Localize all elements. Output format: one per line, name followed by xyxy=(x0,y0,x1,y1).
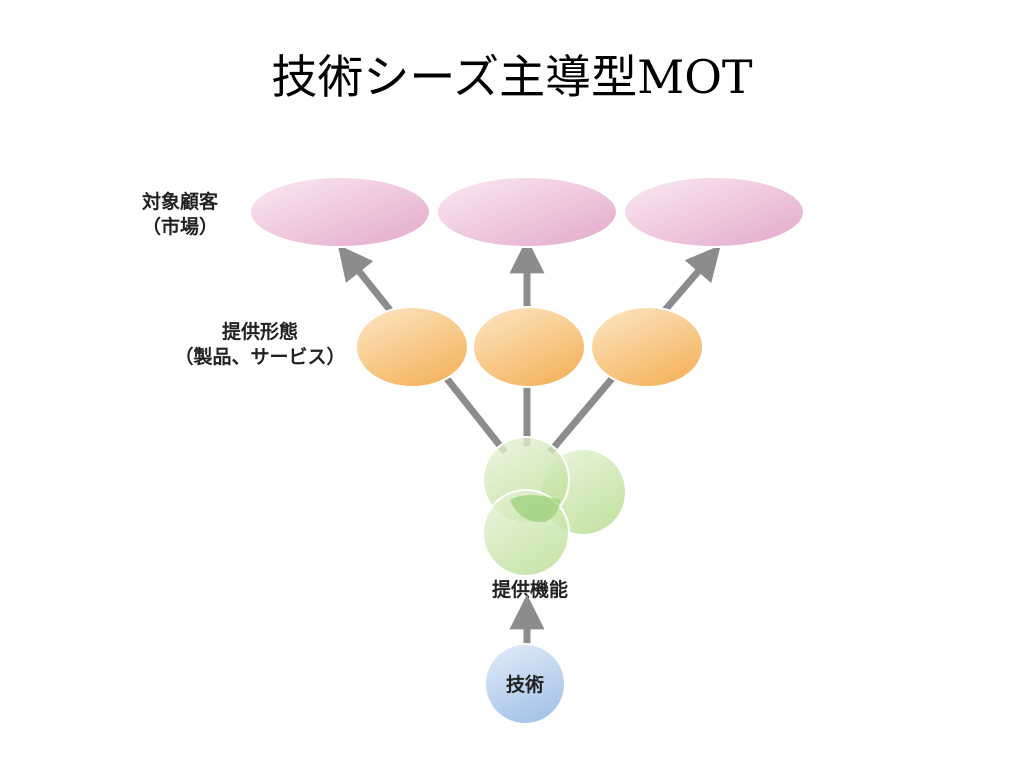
connector-left xyxy=(441,372,508,455)
offering-label-line2: （製品、サービス） xyxy=(174,345,346,368)
market-label-line2: （市場） xyxy=(141,215,218,238)
arrow-left xyxy=(337,244,393,313)
market-ellipse-3 xyxy=(623,176,805,248)
technology-node: 技術 xyxy=(484,643,566,725)
offering-to-market-arrows xyxy=(337,238,721,313)
offering-ellipse-3 xyxy=(590,306,704,388)
function-to-offering-connectors xyxy=(441,372,618,455)
market-label-line1: 対象顧客 xyxy=(141,191,218,213)
market-level-label: 対象顧客 （市場） xyxy=(120,190,240,239)
arrow-right xyxy=(662,245,721,313)
offering-ellipses xyxy=(355,306,704,388)
market-ellipses xyxy=(249,176,805,248)
offering-ellipse-1 xyxy=(355,306,469,388)
offering-label-line1: 提供形態 xyxy=(221,321,298,343)
technology-circle xyxy=(484,643,566,725)
market-ellipse-2 xyxy=(436,176,618,248)
offering-level-label: 提供形態 （製品、サービス） xyxy=(160,320,360,369)
offering-ellipse-2 xyxy=(472,306,586,388)
function-circles xyxy=(482,436,627,577)
market-ellipse-1 xyxy=(249,176,431,248)
connector-right xyxy=(547,372,618,455)
slide-title: 技術シーズ主導型MOT xyxy=(271,50,753,104)
function-overlap-shade xyxy=(510,495,560,523)
technology-label: 技術 xyxy=(506,673,544,696)
